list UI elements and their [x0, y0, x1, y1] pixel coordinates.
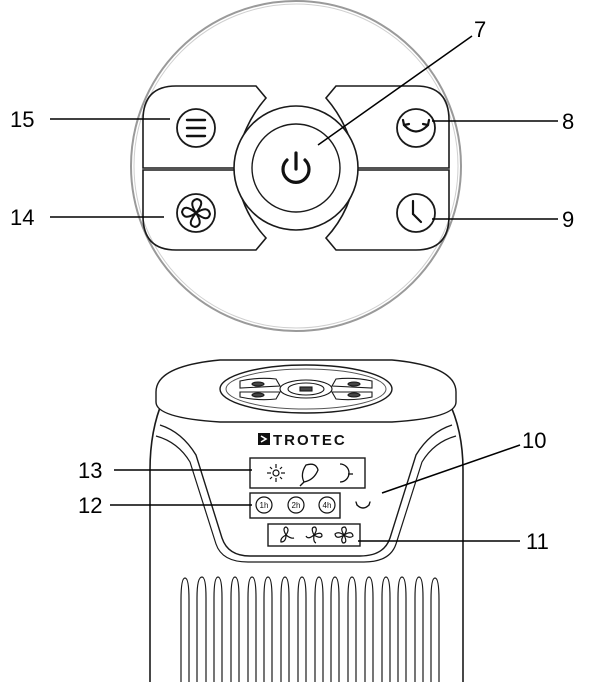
fan-speed-low-icon	[280, 526, 295, 543]
power-button[interactable]	[233, 105, 359, 231]
callout-12: 12	[78, 493, 102, 518]
panel-inner-ring	[133, 3, 459, 329]
fan-body-left-edge	[149, 399, 164, 682]
clock-icon	[411, 199, 423, 224]
oscillation-indicator-icon	[355, 501, 371, 509]
callout-13: 13	[78, 458, 102, 483]
control-panel-closeup: 15 14 8 9 7	[10, 0, 574, 332]
callout-14: 14	[10, 205, 34, 230]
fan-display-panel	[159, 424, 453, 557]
menu-icon	[185, 118, 207, 138]
brand-name: TROTEC	[273, 432, 347, 449]
power-icon	[281, 151, 311, 184]
fan-icon	[180, 197, 212, 229]
callout-15: 15	[10, 107, 34, 132]
normal-mode-indicator-icon	[267, 464, 285, 482]
callout-8: 8	[562, 109, 574, 134]
callout-line-7	[317, 35, 473, 146]
svg-text:4h: 4h	[323, 501, 332, 510]
brand-logo: TROTEC	[258, 432, 347, 449]
tower-fan: TROTEC 1h 2h 4h	[78, 359, 549, 682]
fan-speed-medium-icon	[305, 526, 323, 544]
callout-9: 9	[562, 207, 574, 232]
callout-line-10	[381, 444, 521, 494]
natural-mode-indicator-icon	[299, 463, 319, 487]
mode-indicator-box	[249, 457, 366, 489]
fan-display-panel-edge	[155, 435, 457, 563]
callout-7: 7	[474, 17, 486, 42]
svg-text:1h: 1h	[260, 501, 269, 510]
svg-text:2h: 2h	[292, 501, 301, 510]
timer-indicator-4h: 4h	[318, 496, 336, 514]
fan-mini-controls	[239, 377, 373, 401]
callout-10: 10	[522, 428, 546, 453]
callout-11: 11	[526, 529, 549, 554]
timer-indicator-2h: 2h	[287, 496, 305, 514]
oscillation-icon	[401, 118, 431, 133]
fan-grille	[180, 576, 440, 682]
timer-indicator-1h: 1h	[255, 496, 273, 514]
fan-speed-high-icon	[334, 526, 354, 544]
sleep-mode-indicator-icon	[339, 463, 353, 483]
